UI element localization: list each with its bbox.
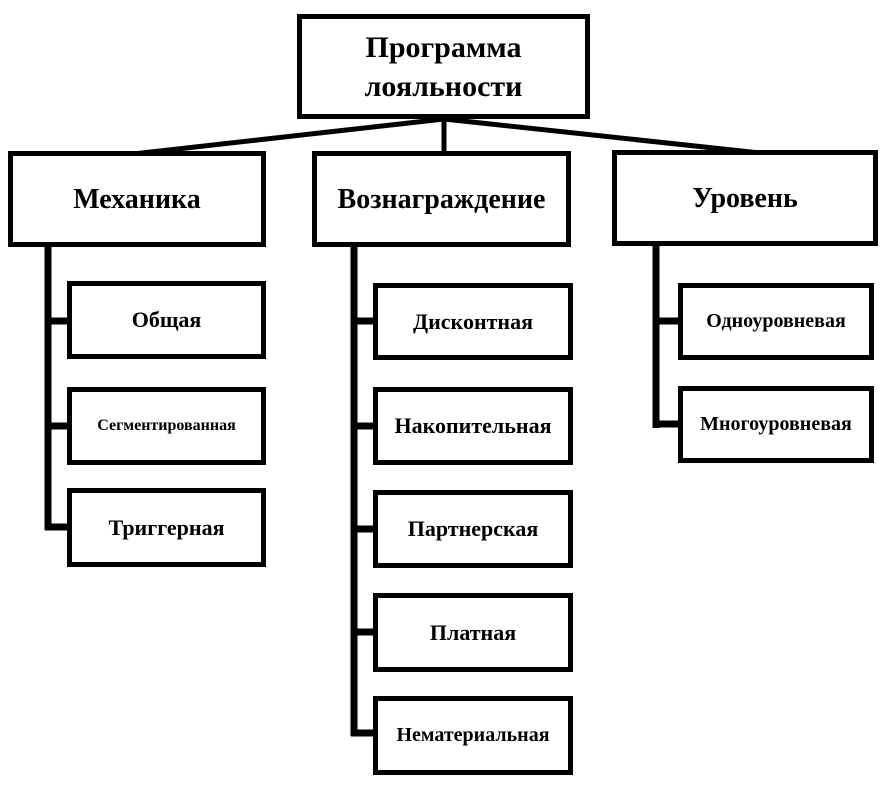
node-nonmaterial-label: Нематериальная xyxy=(396,724,550,746)
node-discount: Дисконтная xyxy=(373,283,573,360)
node-loyalty-program: Программа лояльности xyxy=(297,14,590,119)
node-reward: Вознаграждение xyxy=(312,151,571,247)
node-accumulative-label: Накопительная xyxy=(394,413,552,439)
node-partner: Партнерская xyxy=(373,490,573,568)
node-mechanics-label: Механика xyxy=(73,183,201,215)
node-multi-level-label: Многоуровневая xyxy=(700,413,852,435)
root-connectors xyxy=(132,116,761,157)
node-discount-label: Дисконтная xyxy=(412,308,534,334)
mechanics-branch-connectors xyxy=(44,244,72,531)
node-reward-label: Вознаграждение xyxy=(337,183,546,215)
node-general: Общая xyxy=(67,281,266,359)
node-trigger-label: Триггерная xyxy=(108,514,225,540)
node-trigger: Триггерная xyxy=(67,488,266,567)
node-single-level-label: Одноуровневая xyxy=(706,310,846,332)
node-level: Уровень xyxy=(612,150,878,246)
node-level-label: Уровень xyxy=(692,182,798,214)
node-segmented: Сегментированная xyxy=(67,387,266,465)
node-segmented-label: Сегментированная xyxy=(97,417,236,434)
node-paid: Платная xyxy=(373,593,573,672)
node-multi-level: Многоуровневая xyxy=(678,386,874,463)
node-paid-label: Платная xyxy=(429,619,517,645)
node-loyalty-program-label: Программа лояльности xyxy=(364,30,523,103)
node-partner-label: Партнерская xyxy=(407,516,539,542)
node-mechanics: Механика xyxy=(8,151,266,247)
node-nonmaterial: Нематериальная xyxy=(373,696,573,775)
node-accumulative: Накопительная xyxy=(373,387,573,465)
node-single-level: Одноуровневая xyxy=(678,283,874,360)
node-general-label: Общая xyxy=(131,307,202,333)
